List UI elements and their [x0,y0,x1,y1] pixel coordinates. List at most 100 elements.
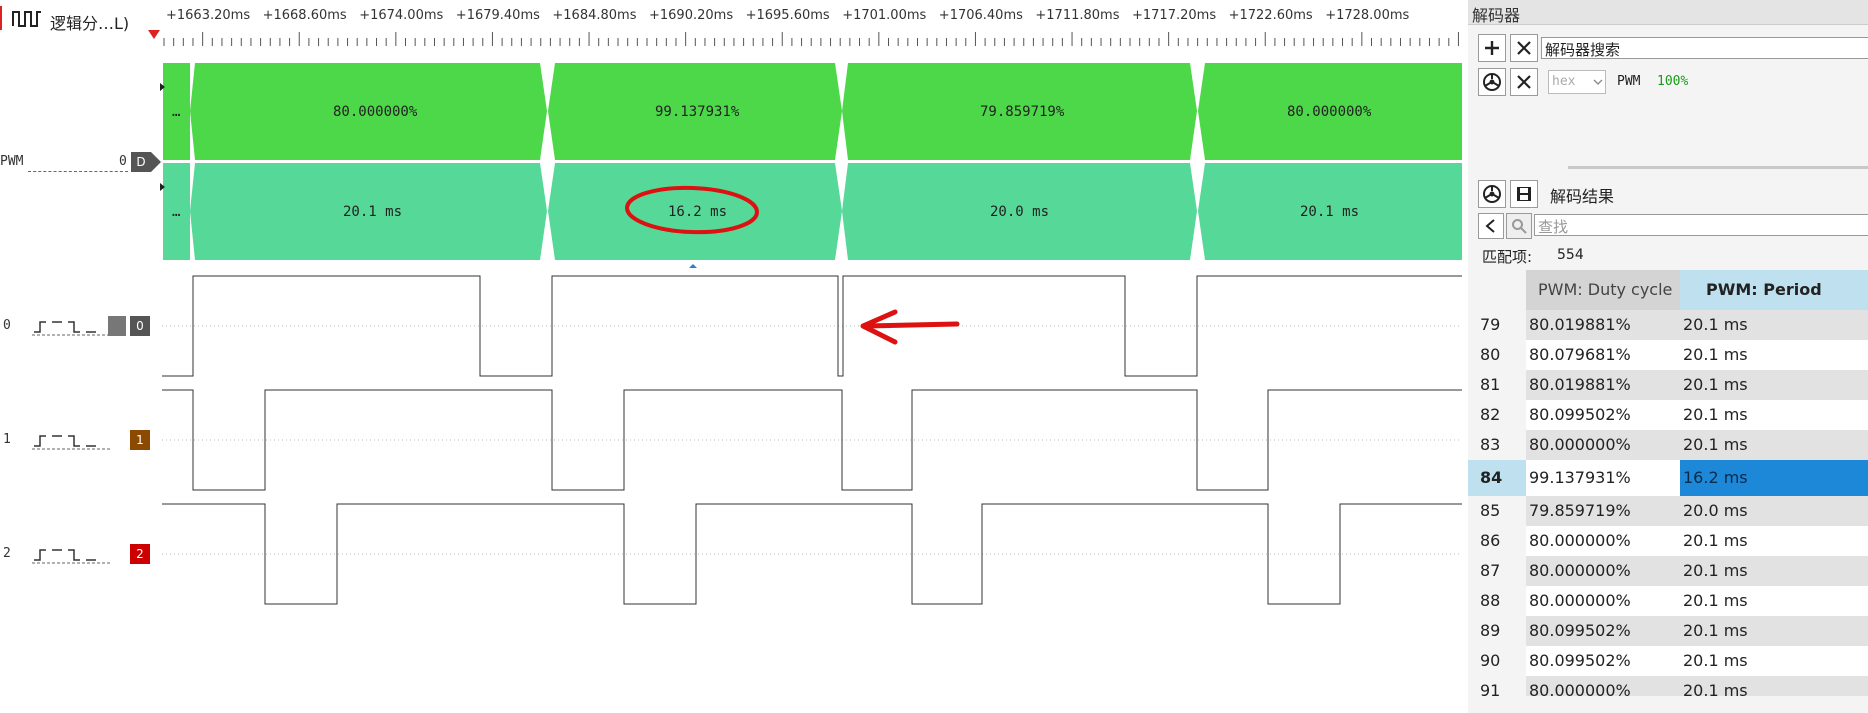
period-segment[interactable] [190,163,547,260]
row-number: 85 [1480,501,1501,520]
remove-decoder-button[interactable] [1510,34,1538,62]
tick-label: +1663.20ms [166,8,251,23]
column-header-period-label: PWM: Period [1706,280,1822,299]
duty-segment[interactable] [163,63,190,160]
decoder-settings-button[interactable] [1478,68,1506,96]
tick-label: +1690.20ms [649,8,734,23]
channel-1-index: 1 [3,432,11,447]
decoder-name: PWM [1617,74,1641,89]
find-input[interactable]: 查找 [1534,214,1868,236]
channel-1-chip[interactable]: 1 [130,430,150,450]
tick-label: +1679.40ms [455,8,540,23]
row-number: 89 [1480,621,1501,640]
decoder-wheel-icon [1483,73,1501,91]
row-number: 91 [1480,681,1501,696]
period-segment[interactable] [1198,163,1462,260]
time-ruler[interactable]: +1663.20ms+1668.60ms+1674.00ms+1679.40ms… [162,0,1462,48]
channel-2-chip-label: 2 [136,547,144,561]
channel-0-chip[interactable]: 0 [130,316,150,336]
format-select[interactable]: hex [1548,70,1606,94]
waveform-canvas[interactable] [0,60,1466,713]
table-row[interactable]: 81 80.019881% 20.1 ms [1468,370,1868,400]
back-button[interactable] [1478,213,1504,239]
duty-segment[interactable] [1198,63,1462,160]
period-cell: 20.1 ms [1683,561,1748,580]
duty-segment[interactable] [842,63,1197,160]
column-header-duty[interactable]: PWM: Duty cycle [1526,270,1680,310]
period-cell: 20.1 ms [1683,681,1748,696]
channel-panel: 逻辑分…L) PWM 0 D 0 0 1 1 2 2 [0,0,162,713]
duty-segment-label: 99.137931% [655,104,740,120]
duty-segment[interactable] [190,63,547,160]
column-header-period[interactable]: PWM: Period [1680,270,1868,310]
tick-marks [163,32,1459,46]
edge-trigger-icon[interactable] [32,430,110,450]
search-button[interactable] [1506,213,1532,239]
row-number: 86 [1480,531,1501,550]
decoder-panel-header: 解码器 [1468,0,1868,25]
decoder-panel-title: 解码器 [1472,6,1521,25]
row-number: 84 [1480,468,1503,487]
logic-analyzer-icon [12,11,41,27]
decoder-search-input[interactable]: 解码器搜索 [1541,37,1868,59]
duty-cell: 80.099502% [1529,621,1631,640]
edge-trigger-icon[interactable] [32,316,110,336]
row-number: 83 [1480,435,1501,454]
period-cell: 20.1 ms [1683,375,1748,394]
tick-label: +1684.80ms [552,8,637,23]
row-number: 81 [1480,375,1501,394]
decoder-panel: 解码器 解码器搜索 hex PWM 100% [1468,0,1868,713]
duty-segment[interactable] [548,63,842,160]
channel-0-waveform [162,275,1462,377]
edge-trigger-icon[interactable] [32,544,110,564]
tick-label: +1701.00ms [842,8,927,23]
duty-cell: 80.000000% [1529,531,1631,550]
annotation-arrow-shaft [863,321,960,329]
results-settings-button[interactable] [1478,180,1506,208]
channel-2-index: 2 [3,546,11,561]
add-decoder-button[interactable] [1478,34,1506,62]
period-segment-label: … [172,204,181,220]
tick-label: +1711.80ms [1035,8,1120,23]
cursor-marker-icon [689,264,697,268]
row-marker-icon [160,183,165,191]
results-table: PWM: Duty cycle PWM: Period 79 80.019881%… [1468,270,1868,696]
plus-icon [1485,41,1499,55]
save-results-button[interactable] [1510,180,1538,208]
period-cell: 20.1 ms [1683,405,1748,424]
decoder-progress: 100% [1657,74,1689,89]
tick-label: +1706.40ms [938,8,1023,23]
tick-label: +1722.60ms [1228,8,1313,23]
delete-decoder-button[interactable] [1510,68,1538,96]
channel-0-trigger-box[interactable] [108,316,126,336]
period-segment[interactable] [163,163,190,260]
duty-cell: 80.019881% [1529,315,1631,334]
period-segment[interactable] [842,163,1197,260]
chevron-left-icon [1485,219,1495,233]
period-segment[interactable] [548,163,842,260]
channel-2-chip[interactable]: 2 [130,544,150,564]
period-segment-label: 20.1 ms [343,204,403,220]
duty-cell: 80.000000% [1529,591,1631,610]
row-marker-icon [160,83,165,91]
table-corner [1468,270,1526,310]
duty-segment-label: … [172,104,181,120]
decoder-chip[interactable]: D [131,152,151,172]
duty-cell: 80.019881% [1529,375,1631,394]
splitter[interactable] [1568,166,1868,169]
duty-cell: 80.000000% [1529,435,1631,454]
row-number: 79 [1480,315,1501,334]
period-cell: 20.1 ms [1683,345,1748,364]
